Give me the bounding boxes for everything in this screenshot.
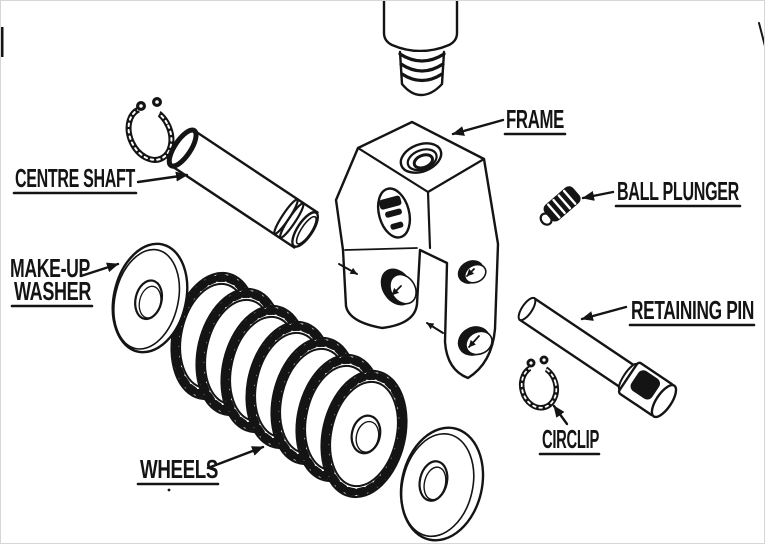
circlip-upper-drawing <box>125 97 175 163</box>
rear-washer-drawing <box>399 426 485 542</box>
circlip-lower-drawing <box>518 355 560 411</box>
wheels-drawing <box>170 271 408 499</box>
scan-artifact-left <box>1 27 4 57</box>
frame-maker-stamp <box>376 187 412 239</box>
make-up-washer-label-line1: MAKE-UP <box>10 253 90 283</box>
circlip-label: CIRCLIP <box>542 424 599 454</box>
wheels-leader-arrow <box>206 445 265 470</box>
frame-right-arm-top-hole <box>457 260 487 284</box>
make-up-washer-drawing <box>111 242 189 354</box>
labels-layer: CENTRE SHAFT FRAME BALL PLUNGER MAKE-UP … <box>10 104 755 484</box>
retaining-pin-label: RETAINING PIN <box>631 295 754 325</box>
frame-leader-arrow <box>451 118 505 136</box>
centre-shaft-leader-arrow <box>136 171 189 184</box>
wheels-label: WHEELS <box>140 454 218 484</box>
circlip-leader-arrow <box>552 404 569 426</box>
slot-arrow-left-icon <box>338 263 358 275</box>
frame-front-arm-hole <box>380 268 417 306</box>
retaining-pin-leader-arrow <box>580 305 628 321</box>
ball-plunger-leader-arrow <box>581 190 615 201</box>
frame-label: FRAME <box>506 104 564 134</box>
retaining-pin-drawing <box>517 296 678 419</box>
make-up-washer-label-line2: WASHER <box>14 276 91 306</box>
frame-right-arm-bottom-hole <box>457 326 493 356</box>
threaded-shank-drawing <box>382 1 459 97</box>
scan-artifact-top-right <box>758 22 764 47</box>
ball-plunger-label: BALL PLUNGER <box>617 176 739 206</box>
ball-plunger-drawing <box>539 186 581 226</box>
frame-drawing <box>334 120 500 380</box>
centre-shaft-label: CENTRE SHAFT <box>15 163 135 193</box>
centre-shaft-drawing <box>166 127 320 249</box>
scan-artifact-dot <box>167 488 171 492</box>
wheel-front <box>320 369 408 499</box>
frame-threaded-hole <box>399 142 443 174</box>
slot-arrow-right-icon <box>426 322 444 334</box>
make-up-washer-leader-arrow <box>79 262 120 278</box>
